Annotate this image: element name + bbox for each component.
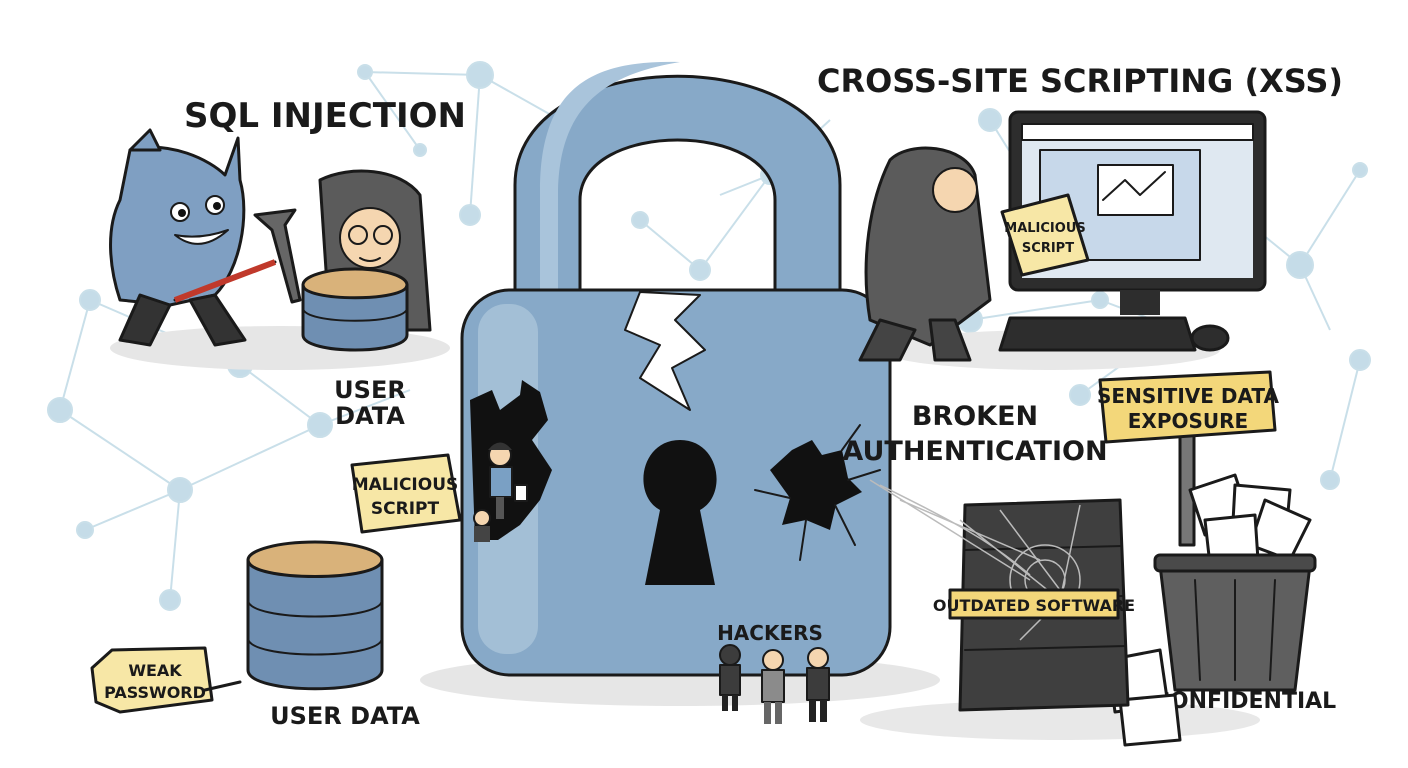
svg-text:MALICIOUS: MALICIOUS: [1004, 221, 1085, 236]
svg-text:MALICIOUS: MALICIOUS: [352, 475, 459, 495]
svg-text:SENSITIVE DATA: SENSITIVE DATA: [1097, 384, 1279, 408]
padlock-shackle-highlight: [540, 61, 680, 300]
hackers-label: HACKERS: [717, 621, 823, 645]
malicious-script-note-xss: MALICIOUS SCRIPT: [1000, 193, 1090, 277]
outdated-server: OUTDATED SOFTWARE: [869, 479, 1135, 712]
user-data-bottom-label: USER DATA: [270, 702, 420, 730]
xss-title: CROSS-SITE SCRIPTING (XSS): [817, 62, 1343, 100]
broken-auth-line1: BROKEN: [912, 401, 1038, 432]
padlock-hole-right: [770, 440, 862, 530]
user-data-top-line2: DATA: [335, 402, 405, 430]
svg-text:WEAK: WEAK: [128, 661, 182, 680]
sensitive-data-sign: SENSITIVE DATA EXPOSURE: [1097, 370, 1279, 547]
user-data-top-line1: USER: [334, 376, 406, 404]
svg-text:EXPOSURE: EXPOSURE: [1128, 409, 1248, 433]
svg-text:SCRIPT: SCRIPT: [371, 499, 440, 519]
trash-can: [1153, 473, 1317, 692]
climbing-hackers: [473, 442, 528, 542]
svg-text:SCRIPT: SCRIPT: [1022, 241, 1074, 256]
weak-password-note: WEAK PASSWORD: [90, 646, 242, 714]
xss-hacker: [858, 146, 992, 362]
padlock-hole-left: [470, 380, 552, 540]
padlock-crack: [624, 291, 706, 411]
keyhole-icon: [643, 440, 717, 585]
user-data-database: [246, 540, 384, 691]
outdated-software-label: OUTDATED SOFTWARE: [933, 596, 1135, 615]
confidential-label: CONFIDENTIAL: [1154, 689, 1336, 714]
blue-monster-hacker: [109, 128, 302, 347]
hackers-group: [719, 644, 830, 724]
hooded-hacker-in-database: [301, 169, 432, 352]
malicious-script-note-left: MALICIOUS SCRIPT: [350, 453, 462, 534]
broken-padlock: [460, 61, 892, 677]
sql-injection-title: SQL INJECTION: [184, 96, 466, 136]
svg-text:PASSWORD: PASSWORD: [104, 683, 206, 702]
broken-auth-line2: AUTHENTICATION: [842, 436, 1107, 467]
